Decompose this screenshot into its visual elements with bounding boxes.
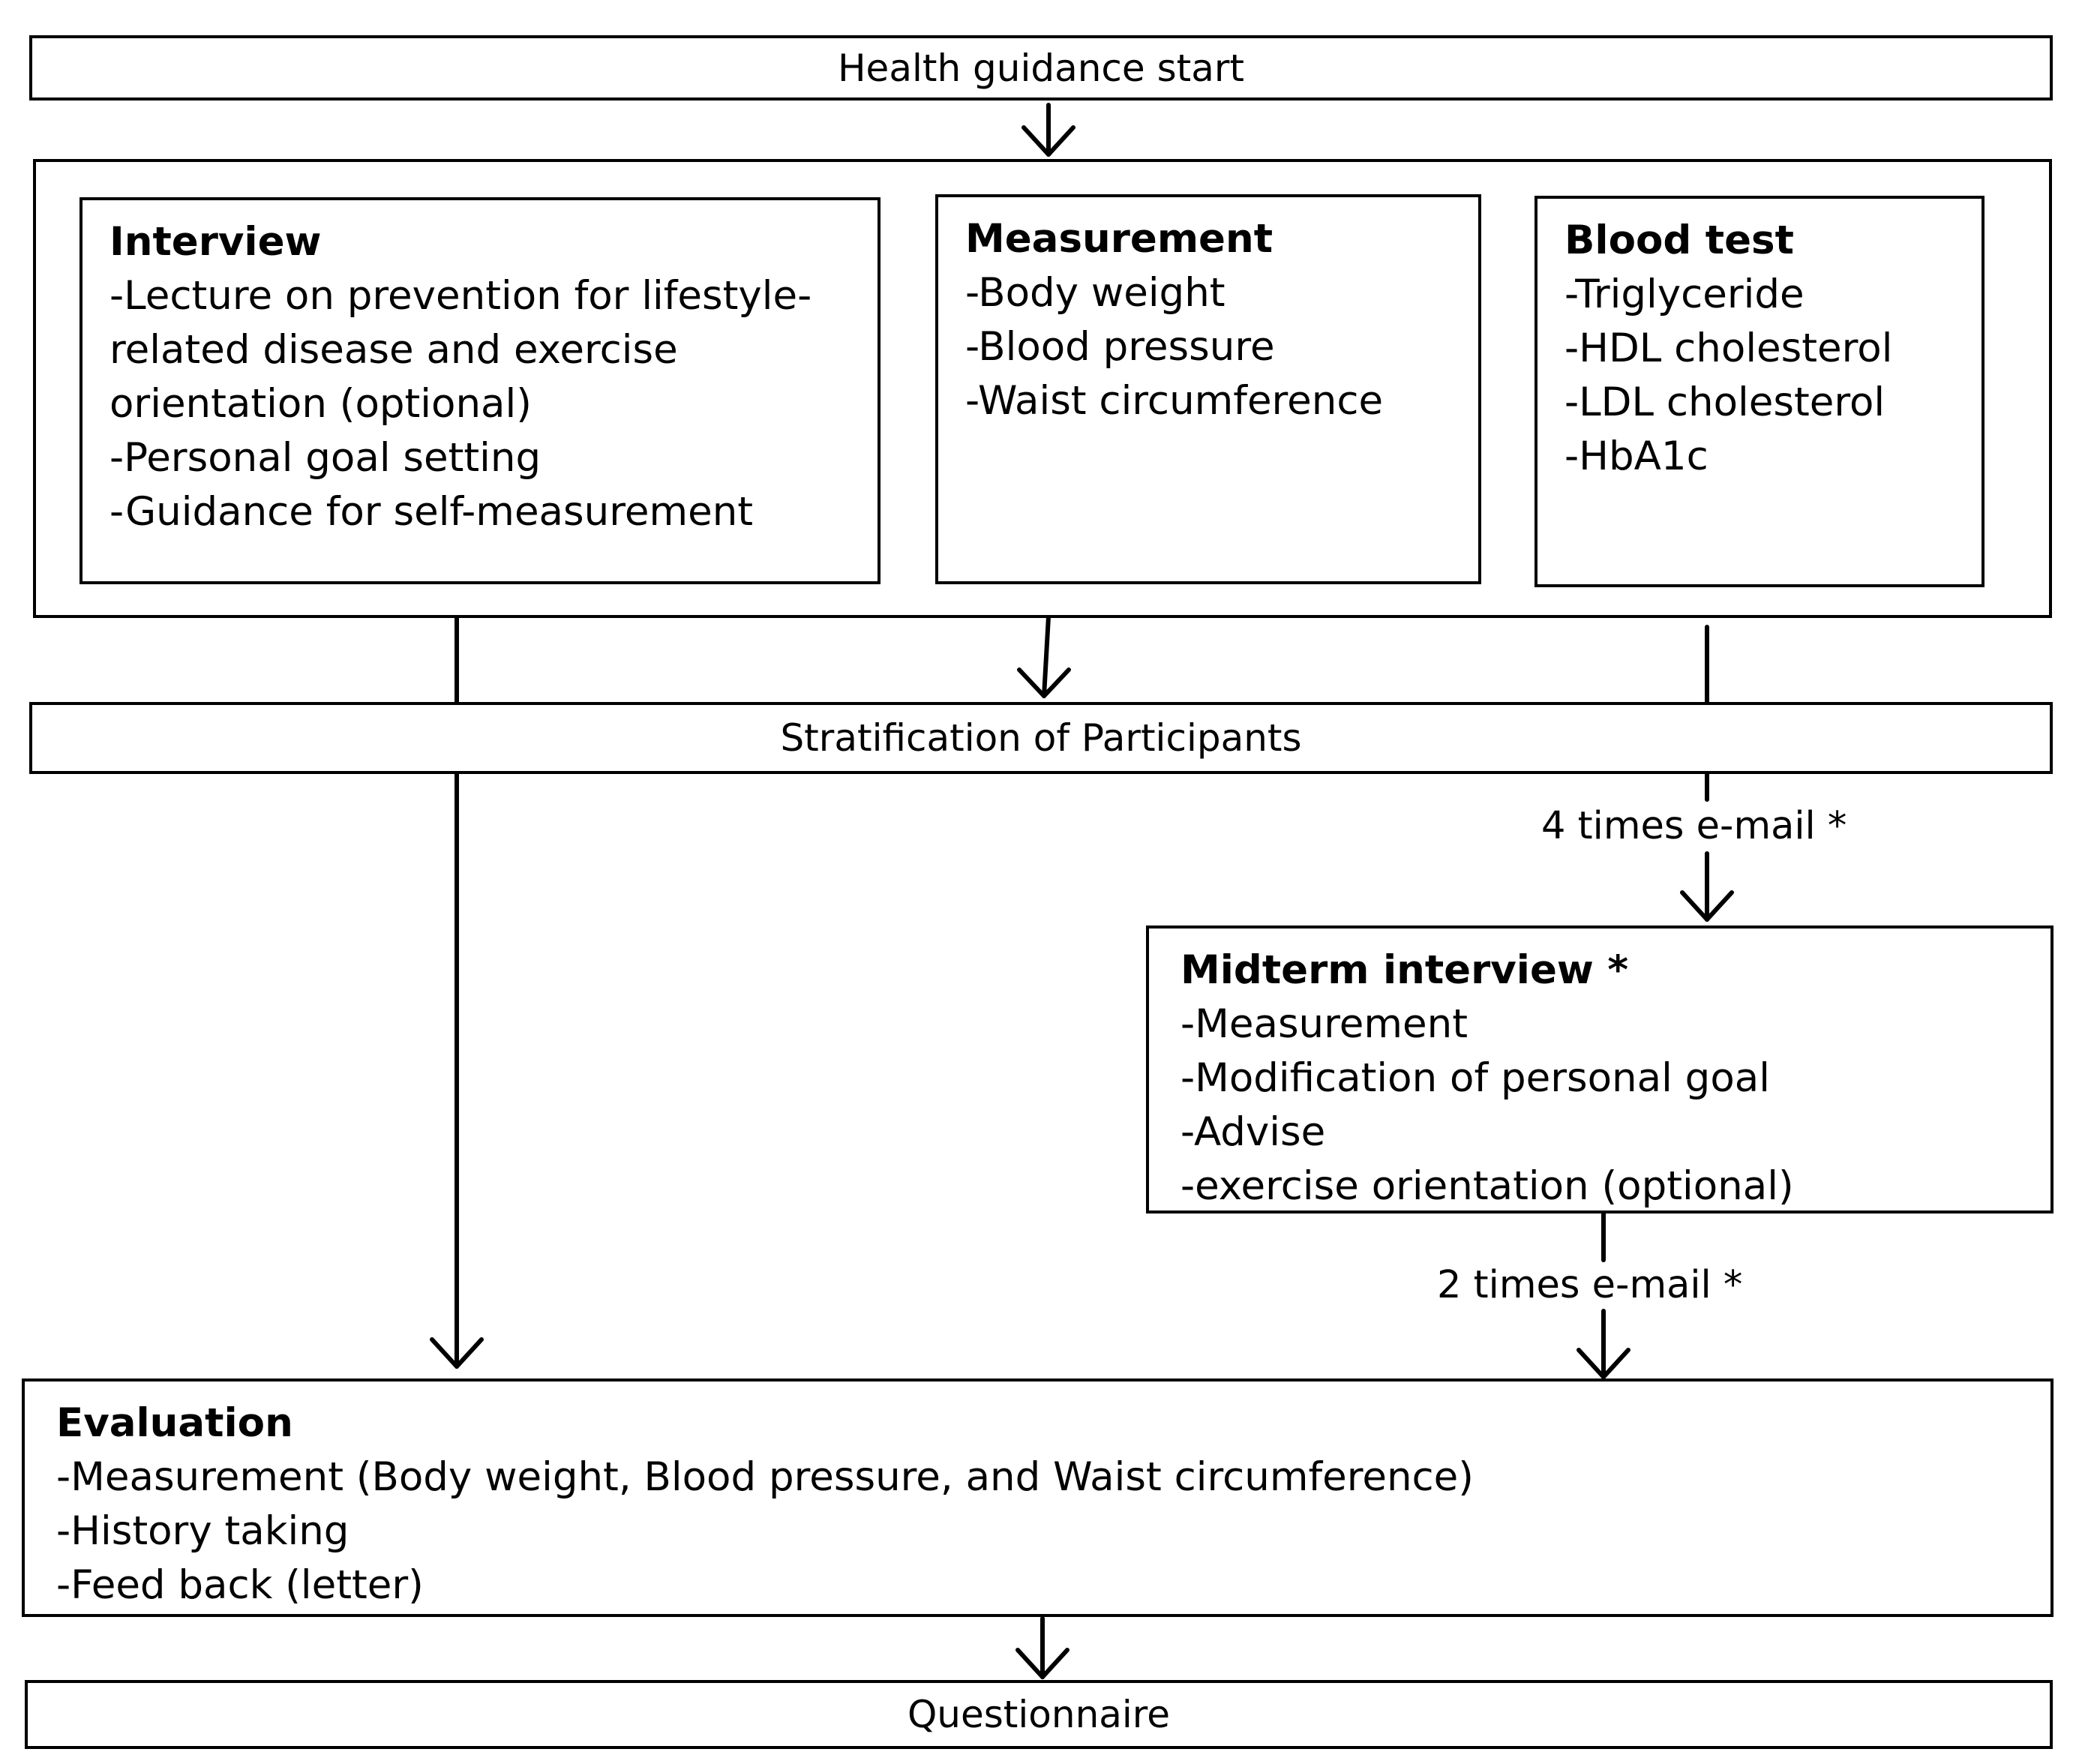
blood-test-title: Blood test	[1564, 218, 1794, 263]
midterm-line: -Modification of personal goal	[1180, 1055, 1770, 1101]
blood-test-line: -LDL cholesterol	[1564, 380, 1886, 425]
blood-test-box: Blood test -Triglyceride -HDL cholestero…	[1534, 196, 1984, 587]
questionnaire-box: Questionnaire	[25, 1680, 2053, 1749]
email-label-2-times: 2 times e-mail *	[1432, 1263, 1748, 1308]
evaluation-line: -History taking	[56, 1508, 350, 1554]
interview-box: Interview -Lecture on prevention for lif…	[80, 197, 880, 584]
email-label-4-times: 4 times e-mail *	[1537, 804, 1852, 849]
blood-test-line: -HDL cholesterol	[1564, 326, 1893, 371]
blood-test-line: -HbA1c	[1564, 434, 1708, 479]
measurement-box: Measurement -Body weight -Blood pressure…	[935, 194, 1481, 584]
midterm-line: -Measurement	[1180, 1001, 1468, 1047]
measurement-line: -Body weight	[965, 270, 1226, 316]
evaluation-line: -Measurement (Body weight, Blood pressur…	[56, 1454, 1474, 1500]
interview-title: Interview	[110, 219, 322, 265]
stratification-box: Stratification of Participants	[29, 702, 2053, 774]
interview-line: -Guidance for self-measurement	[110, 489, 754, 535]
evaluation-line: -Feed back (letter)	[56, 1562, 424, 1608]
start-label: Health guidance start	[837, 46, 1245, 90]
interview-line: related disease and exercise	[110, 327, 678, 373]
midterm-line: -exercise orientation (optional)	[1180, 1163, 1794, 1209]
interview-line: -Personal goal setting	[110, 435, 542, 481]
questionnaire-label: Questionnaire	[907, 1693, 1171, 1736]
measurement-line: -Waist circumference	[965, 378, 1384, 424]
measurement-title: Measurement	[965, 216, 1274, 262]
midterm-title: Midterm interview *	[1180, 947, 1629, 993]
interview-line: -Lecture on prevention for lifestyle-	[110, 273, 812, 319]
midterm-interview-box: Midterm interview * -Measurement -Modifi…	[1146, 926, 2054, 1214]
arrow-group-to-stratification	[1042, 614, 1051, 698]
start-box: Health guidance start	[29, 35, 2053, 100]
blood-test-line: -Triglyceride	[1564, 272, 1804, 317]
evaluation-title: Evaluation	[56, 1400, 293, 1446]
stratification-label: Stratification of Participants	[780, 716, 1302, 760]
midterm-line: -Advise	[1180, 1109, 1326, 1155]
interview-line: orientation (optional)	[110, 381, 532, 427]
evaluation-box: Evaluation -Measurement (Body weight, Bl…	[22, 1378, 2054, 1617]
measurement-line: -Blood pressure	[965, 324, 1275, 370]
